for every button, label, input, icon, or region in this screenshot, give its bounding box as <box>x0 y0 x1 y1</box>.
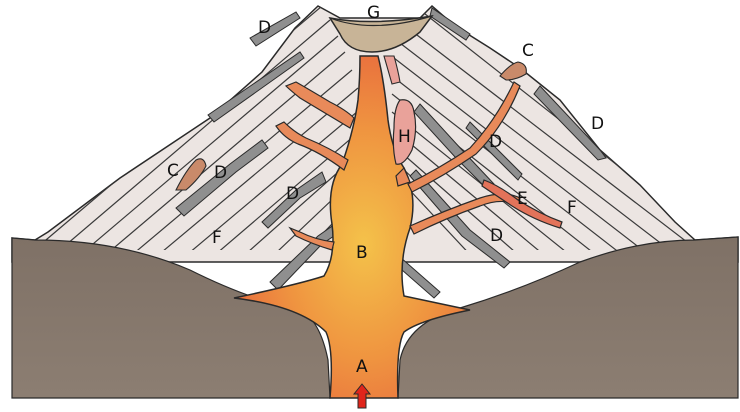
label-F-right: F <box>567 198 577 218</box>
ground-right <box>397 236 739 399</box>
parasitic-cone-left <box>175 158 207 191</box>
intrusion-upper <box>383 55 401 85</box>
crater-rim <box>329 15 433 27</box>
label-B: B <box>356 243 368 263</box>
label-D-left: D <box>214 163 227 183</box>
label-C-right: C <box>522 41 534 61</box>
label-D-right-upper: D <box>489 132 502 152</box>
sill-E <box>481 179 563 229</box>
label-A: A <box>356 357 368 377</box>
label-D-far-right: D <box>591 114 604 134</box>
label-E: E <box>517 189 528 209</box>
ash-layers-left <box>175 11 341 291</box>
crater <box>328 14 434 53</box>
label-D-right-lower: D <box>490 226 503 246</box>
label-F-left: F <box>212 228 222 248</box>
magma-flow-arrow <box>352 383 372 409</box>
label-C-left: C <box>167 161 179 181</box>
intrusion-H <box>392 99 417 165</box>
label-H: H <box>398 127 411 147</box>
label-D-top: D <box>258 18 271 38</box>
ground-left <box>11 237 331 399</box>
parasitic-cone-right <box>499 61 527 81</box>
label-D-mid: D <box>286 184 299 204</box>
label-G: G <box>367 3 380 23</box>
